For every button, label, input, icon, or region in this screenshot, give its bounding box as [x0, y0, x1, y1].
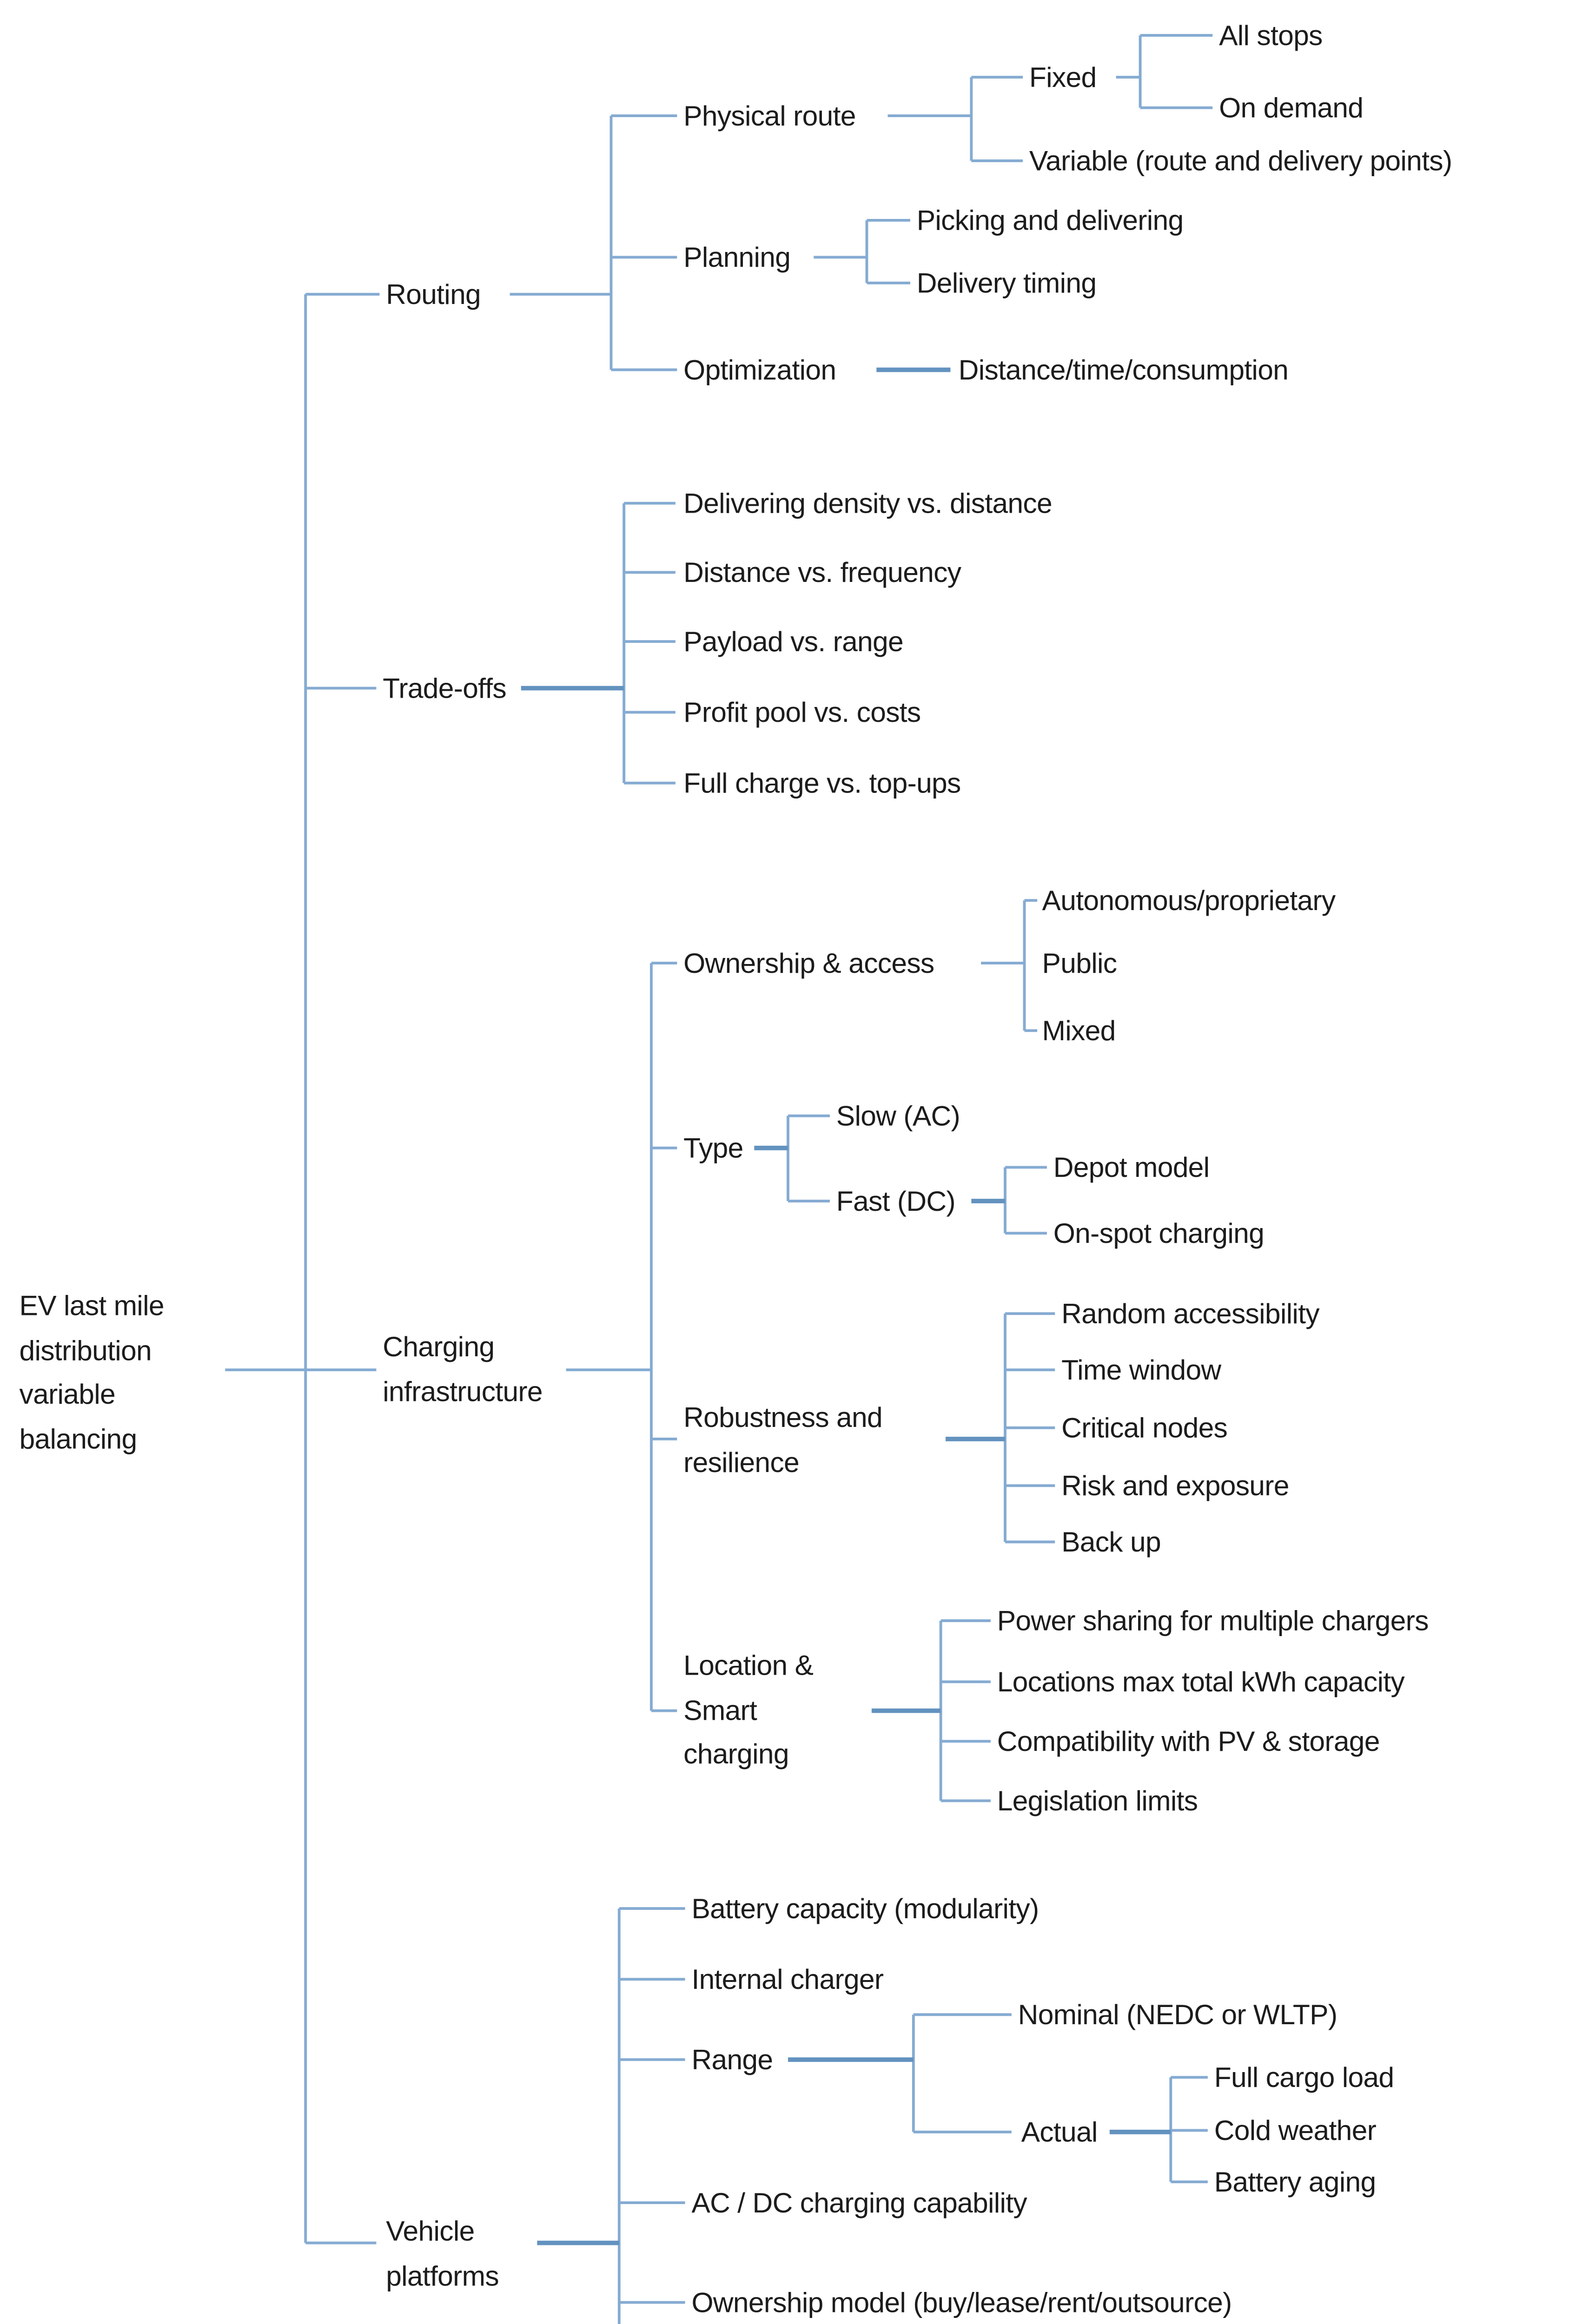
node-variable-route: Variable (route and delivery points): [1029, 145, 1452, 177]
node-delivery-timing: Delivery timing: [916, 267, 1097, 299]
node-ownership-access: Ownership & access: [683, 947, 934, 979]
node-mixed: Mixed: [1042, 1014, 1116, 1047]
node-cold-weather: Cold weather: [1214, 2114, 1377, 2147]
node-slow-ac: Slow (AC): [836, 1100, 960, 1132]
node-back-up: Back up: [1061, 1525, 1161, 1558]
node-risk-and-exposure: Risk and exposure: [1061, 1469, 1289, 1502]
node-random-accessibility: Random accessibility: [1061, 1297, 1319, 1330]
node-autonomous-proprietary: Autonomous/proprietary: [1042, 884, 1336, 917]
node-location-smart-charging: Location & Smart charging: [683, 1649, 814, 1770]
node-vehicle-platforms: Vehicle platforms: [386, 2215, 499, 2291]
node-profit-pool-vs-costs: Profit pool vs. costs: [683, 696, 921, 729]
node-critical-nodes: Critical nodes: [1061, 1412, 1228, 1444]
node-routing: Routing: [386, 278, 481, 310]
node-picking-delivering: Picking and delivering: [916, 204, 1184, 237]
node-trade-offs: Trade-offs: [383, 672, 506, 705]
node-power-sharing: Power sharing for multiple chargers: [997, 1604, 1429, 1637]
node-on-spot-charging: On-spot charging: [1053, 1217, 1265, 1249]
charging-connectors: [566, 899, 1055, 1802]
node-root: EV last mile distribution variable balan…: [19, 1289, 165, 1454]
node-depot-model: Depot model: [1053, 1151, 1210, 1183]
node-all-stops: All stops: [1219, 19, 1323, 52]
node-distance-vs-frequency: Distance vs. frequency: [683, 556, 961, 589]
node-physical-route: Physical route: [683, 99, 856, 132]
node-planning: Planning: [683, 241, 791, 274]
node-locations-max-kwh: Locations max total kWh capacity: [997, 1665, 1405, 1698]
node-payload-vs-range: Payload vs. range: [683, 625, 904, 658]
node-fixed: Fixed: [1029, 61, 1097, 93]
node-fast-dc: Fast (DC): [836, 1185, 956, 1217]
tradeoffs-connectors: [521, 502, 675, 785]
node-type: Type: [683, 1132, 743, 1164]
node-nominal-nedc-wltp: Nominal (NEDC or WLTP): [1018, 1998, 1338, 2031]
node-battery-capacity: Battery capacity (modularity): [691, 1892, 1039, 1925]
node-legislation-limits: Legislation limits: [997, 1784, 1198, 1817]
node-robustness-resilience: Robustness and resilience: [683, 1401, 883, 1478]
node-public: Public: [1042, 947, 1117, 979]
node-time-window: Time window: [1061, 1353, 1221, 1386]
node-internal-charger: Internal charger: [691, 1963, 884, 1995]
vehicle-connectors: [537, 1907, 1208, 2324]
node-full-charge-vs-top-ups: Full charge vs. top-ups: [683, 767, 961, 799]
node-distance-time-consumption: Distance/time/consumption: [958, 354, 1289, 386]
node-compatibility-pv-storage: Compatibility with PV & storage: [997, 1725, 1380, 1757]
node-ac-dc-charging-capability: AC / DC charging capability: [691, 2186, 1027, 2219]
node-actual: Actual: [1021, 2116, 1098, 2148]
node-full-cargo-load: Full cargo load: [1214, 2061, 1394, 2093]
node-range: Range: [691, 2043, 773, 2076]
node-optimization: Optimization: [683, 354, 836, 386]
node-ownership-model: Ownership model (buy/lease/rent/outsourc…: [691, 2286, 1232, 2319]
node-on-demand: On demand: [1219, 92, 1364, 124]
routing-connectors: [510, 34, 1213, 372]
node-delivering-density-vs-distance: Delivering density vs. distance: [683, 487, 1052, 520]
trunk-connectors: [225, 293, 380, 2245]
node-charging-infrastructure: Charging infrastructure: [383, 1330, 543, 1407]
node-battery-aging: Battery aging: [1214, 2166, 1376, 2198]
